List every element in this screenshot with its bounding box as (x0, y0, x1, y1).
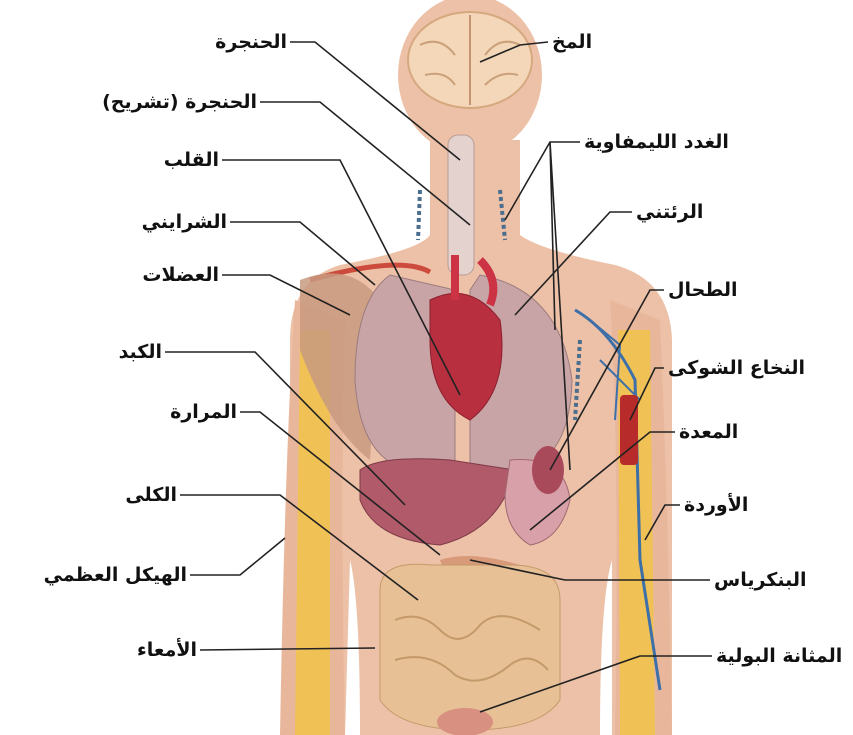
label-liver: الكبد (119, 340, 162, 364)
label-kidneys: الكلى (125, 483, 177, 507)
label-spleen: الطحال (668, 278, 737, 302)
label-intestines: الأمعاء (137, 638, 197, 662)
label-larynx: الحنجرة (215, 30, 287, 54)
label-stomach: المعدة (679, 420, 738, 444)
trachea-shape (448, 135, 474, 275)
label-heart: القلب (164, 148, 219, 172)
label-larynx-anatomy: الحنجرة (تشريح) (102, 90, 257, 114)
intestines-shape (380, 564, 560, 730)
label-skeleton: الهيكل العظمي (44, 563, 187, 587)
label-pancreas: البنكرياس (714, 568, 807, 592)
label-lungs: الرئتني (636, 200, 703, 224)
label-lymph-nodes: الغدد الليمفاوية (584, 130, 729, 154)
brain-shape (408, 12, 532, 108)
label-brain: المخ (552, 30, 592, 54)
label-gallbladder: المرارة (170, 400, 237, 424)
bladder-shape (437, 708, 493, 735)
label-muscles: العضلات (142, 263, 219, 287)
label-veins: الأوردة (684, 493, 748, 517)
label-spinal-cord: النخاع الشوكى (668, 356, 805, 380)
label-bladder: المثانة البولية (716, 644, 842, 668)
label-arteries: الشرايني (142, 210, 227, 234)
